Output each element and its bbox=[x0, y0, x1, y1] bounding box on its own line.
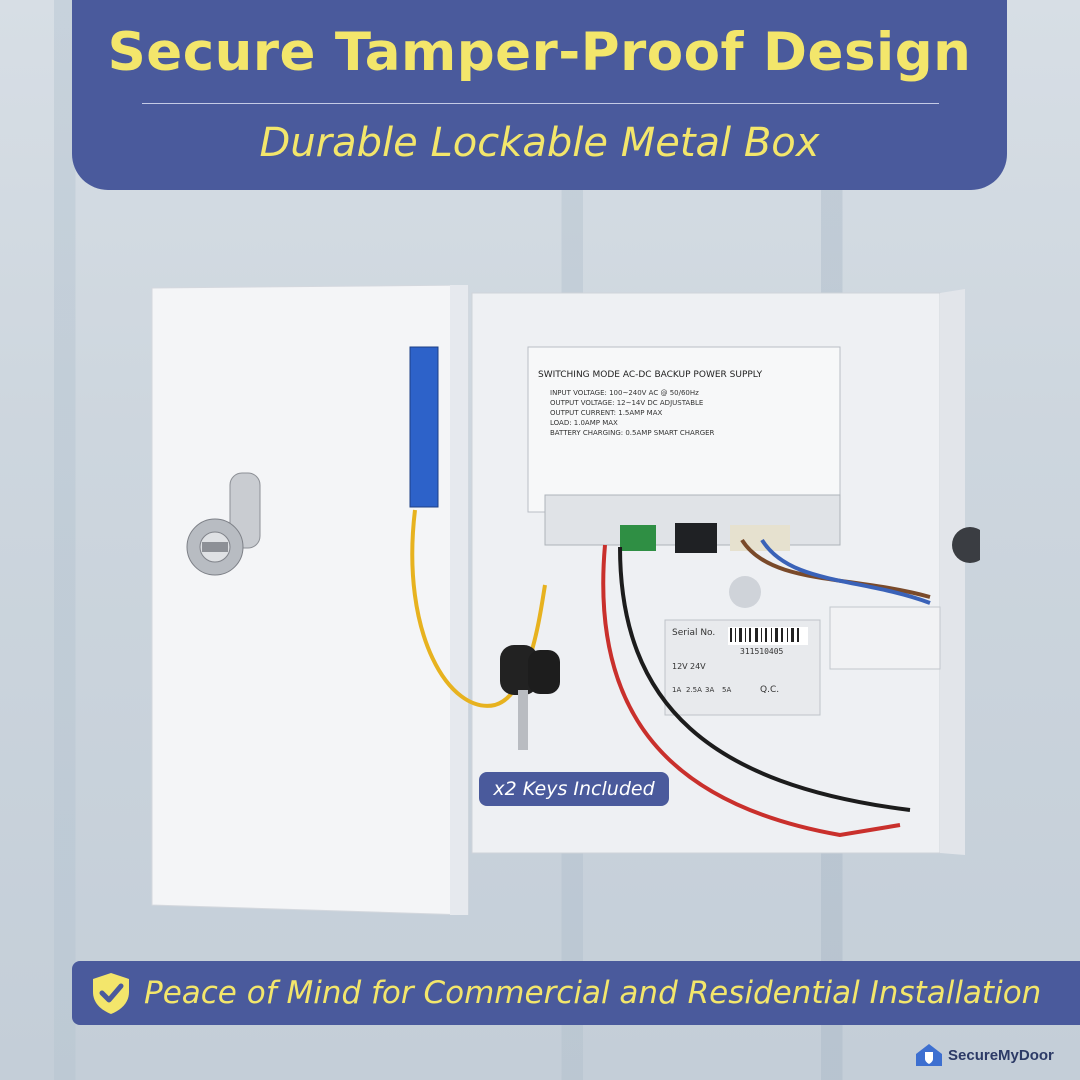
door-edge bbox=[450, 285, 468, 915]
ac-wire-brown bbox=[740, 538, 931, 599]
serial-label-text: Serial No. bbox=[672, 628, 715, 638]
shield-check-icon bbox=[93, 973, 129, 1014]
box-side bbox=[940, 289, 965, 855]
footer-banner: Peace of Mind for Commercial and Residen… bbox=[72, 961, 1080, 1025]
cable-knockout bbox=[952, 527, 980, 563]
ac-wire-blue bbox=[760, 538, 931, 605]
current-option: 3A bbox=[705, 686, 714, 694]
psu-spec-line: OUTPUT CURRENT: 1.5AMP MAX bbox=[550, 409, 662, 417]
red-wire bbox=[601, 544, 901, 838]
divider bbox=[142, 103, 939, 104]
warning-label bbox=[829, 606, 941, 670]
black-wire bbox=[618, 546, 911, 812]
brand-name: SecureMyDoor bbox=[948, 1046, 1054, 1064]
keys-icon bbox=[500, 645, 560, 750]
psu-spec-line: OUTPUT VOLTAGE: 12~14V DC ADJUSTABLE bbox=[550, 399, 703, 407]
psu-spec-line: LOAD: 1.0AMP MAX bbox=[550, 419, 618, 427]
mounting-hole bbox=[729, 576, 761, 608]
serial-number: 311510405 bbox=[740, 647, 784, 656]
keys-included-badge: x2 Keys Included bbox=[479, 772, 669, 806]
voltage-option: 12V bbox=[672, 662, 688, 671]
barcode-icon bbox=[728, 627, 808, 645]
cam-lock-icon bbox=[186, 472, 261, 576]
voltage-option: 24V bbox=[690, 662, 706, 671]
tamper-switch-board bbox=[409, 346, 439, 508]
current-option: 1A bbox=[672, 686, 681, 694]
current-option: 2.5A bbox=[686, 686, 702, 694]
yellow-wire bbox=[410, 509, 547, 708]
qc-label: Q.C. bbox=[760, 685, 779, 695]
house-shield-icon bbox=[916, 1044, 942, 1066]
subheadline: Durable Lockable Metal Box bbox=[259, 120, 820, 166]
headline: Secure Tamper-Proof Design bbox=[107, 22, 972, 83]
header-banner: Secure Tamper-Proof Design Durable Locka… bbox=[72, 0, 1007, 190]
psu-label-title: SWITCHING MODE AC-DC BACKUP POWER SUPPLY bbox=[538, 370, 763, 380]
brand-logo: SecureMyDoor bbox=[914, 1040, 1054, 1070]
door-panel bbox=[151, 285, 469, 915]
psu-spec-line: INPUT VOLTAGE: 100~240V AC @ 50/60Hz bbox=[550, 389, 699, 397]
current-option: 5A bbox=[722, 686, 731, 694]
power-supply-module bbox=[527, 346, 841, 553]
metal-box-illustration: SWITCHING MODE AC-DC BACKUP POWER SUPPLY… bbox=[151, 285, 980, 915]
psu-spec-line: BATTERY CHARGING: 0.5AMP SMART CHARGER bbox=[550, 429, 715, 437]
footer-tagline: Peace of Mind for Commercial and Residen… bbox=[144, 975, 1042, 1011]
